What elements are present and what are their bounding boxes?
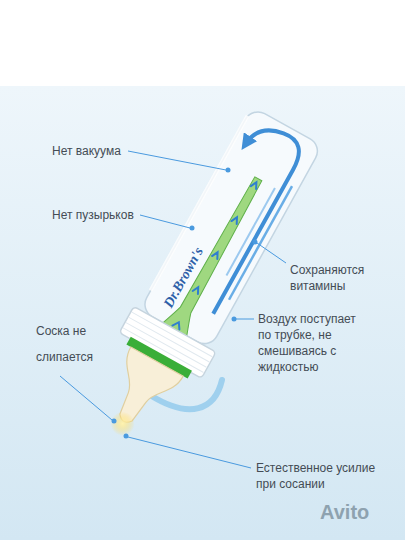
callout-label: Нет пузырьков <box>52 207 142 223</box>
callout-label: Соска не слипается <box>36 318 106 370</box>
callout-label: Нет вакуума <box>52 143 132 159</box>
callout-label: Сохраняются витамины <box>290 262 390 294</box>
blue-ground <box>0 86 405 540</box>
watermark: Avito <box>320 504 400 520</box>
callout-label: Естественное усилие при сосании <box>256 460 396 492</box>
leader-lines <box>60 151 286 468</box>
callout-label: Воздух поступает по трубке, не смешиваяс… <box>258 311 370 375</box>
